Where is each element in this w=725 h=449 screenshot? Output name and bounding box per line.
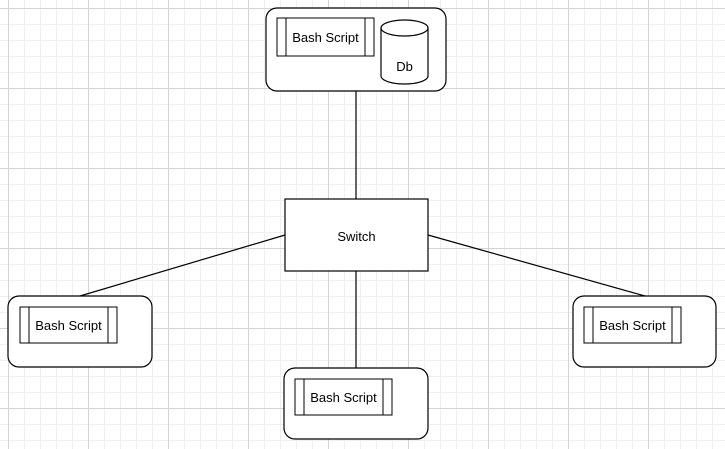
client-left-bash-script-label: Bash Script <box>35 318 102 333</box>
client-right-bash-script-box[interactable] <box>583 306 682 344</box>
client-right-bash-script[interactable]: Bash Script <box>583 306 682 344</box>
server-bash-script-label: Bash Script <box>292 30 359 45</box>
client-bottom-bash-script[interactable]: Bash Script <box>294 378 393 416</box>
client-left-bash-script-box[interactable] <box>19 306 118 344</box>
database-cylinder-top <box>380 27 429 37</box>
client-bottom-bash-script-label: Bash Script <box>310 390 377 405</box>
database-label: Db <box>396 59 413 74</box>
edge-switch-client-left[interactable] <box>79 234 286 297</box>
switch-box[interactable] <box>284 198 429 272</box>
connections <box>79 91 646 368</box>
edge-switch-client-right[interactable] <box>427 234 646 297</box>
switch-label: Switch <box>337 229 375 244</box>
server-bash-script-box[interactable] <box>276 17 375 57</box>
client-right-node[interactable]: Bash Script <box>572 295 717 368</box>
server-node[interactable]: Bash Script Db <box>265 7 447 92</box>
server-bash-script[interactable]: Bash Script <box>276 17 375 57</box>
client-right-bash-script-label: Bash Script <box>599 318 666 333</box>
client-bottom-node[interactable]: Bash Script <box>283 367 429 440</box>
database-cylinder-body[interactable] <box>380 19 429 85</box>
database[interactable]: Db <box>380 19 429 85</box>
client-bottom-bash-script-box[interactable] <box>294 378 393 416</box>
client-left-node[interactable]: Bash Script <box>7 295 153 368</box>
switch-node[interactable]: Switch <box>284 198 429 272</box>
client-left-bash-script[interactable]: Bash Script <box>19 306 118 344</box>
